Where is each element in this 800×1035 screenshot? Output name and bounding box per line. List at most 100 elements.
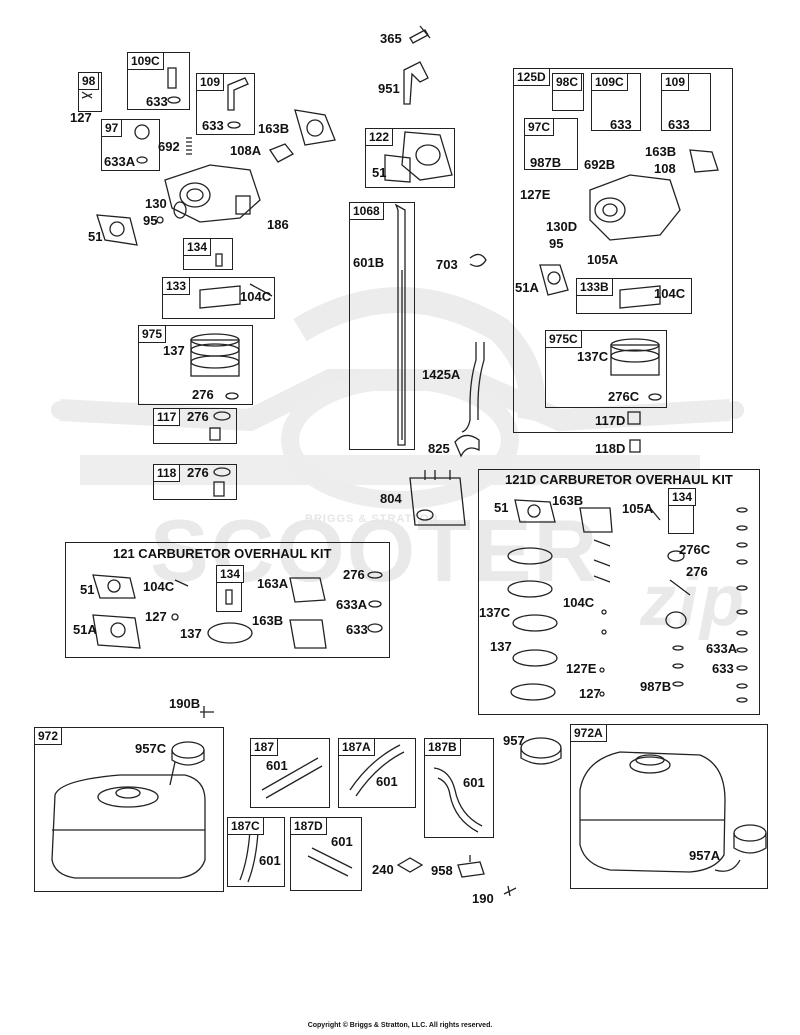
rings-975-icon — [190, 333, 240, 400]
box-97 — [101, 119, 160, 171]
tag-1068: 1068 — [349, 202, 384, 220]
label-163b-r: 163B — [645, 144, 677, 159]
kit-121d-title: 121D CARBURETOR OVERHAUL KIT — [505, 472, 733, 487]
label-276c: 276C — [608, 389, 640, 404]
tag-109-r: 109 — [661, 73, 690, 91]
label-276-118: 276 — [187, 465, 209, 480]
box-118 — [153, 464, 237, 500]
kit-121-title: 121 CARBURETOR OVERHAUL KIT — [113, 546, 332, 561]
box-122 — [365, 128, 455, 188]
label-633-r2: 633 — [668, 117, 690, 132]
label-601-187c: 601 — [259, 853, 281, 868]
box-109 — [196, 73, 255, 135]
kit121d-label-137: 137 — [490, 639, 512, 654]
label-633-b: 633 — [202, 118, 224, 133]
fuel-cap-957a-icon — [714, 824, 767, 872]
label-127: 127 — [70, 110, 92, 125]
label-104c-r: 104C — [654, 286, 686, 301]
spring-692-icon — [186, 137, 192, 155]
label-130: 130 — [145, 196, 167, 211]
tag-109c: 109C — [127, 52, 164, 70]
jet-134-icon — [215, 253, 223, 267]
box-133 — [162, 277, 275, 319]
kit121d-label-633a: 633A — [706, 641, 738, 656]
label-601-187: 601 — [266, 758, 288, 773]
tag-972: 972 — [34, 727, 63, 745]
screw-98-icon — [81, 91, 93, 99]
kit121-label-633a: 633A — [336, 597, 368, 612]
label-51: 51 — [88, 229, 103, 244]
kit121-label-127: 127 — [145, 609, 167, 624]
tag-187c: 187C — [227, 817, 264, 835]
label-190: 190 — [472, 891, 494, 906]
label-601-187a: 601 — [376, 774, 398, 789]
tag-975c: 975C — [545, 330, 582, 348]
lever-951-icon — [403, 61, 429, 105]
tag-134-kit121: 134 — [216, 565, 245, 583]
bolt-190b-icon — [200, 706, 214, 718]
label-51a: 51A — [515, 280, 539, 295]
tag-109: 109 — [196, 73, 225, 91]
kit121-parts-icon — [92, 571, 383, 649]
label-186: 186 — [267, 217, 289, 232]
box-972a — [570, 724, 768, 889]
label-633-r1: 633 — [610, 117, 632, 132]
kit121-label-163b: 163B — [252, 613, 284, 628]
kit121-label-163a: 163A — [257, 576, 289, 591]
label-108-r: 108 — [654, 161, 676, 176]
kit121d-label-987b: 987B — [640, 679, 672, 694]
label-957c: 957C — [135, 741, 167, 756]
box-972 — [34, 727, 224, 892]
kit121d-label-276: 276 — [686, 564, 708, 579]
tag-975: 975 — [138, 325, 167, 343]
label-633a: 633A — [104, 154, 136, 169]
fuel-tank-972a-icon — [579, 751, 726, 873]
tag-125d: 125D — [513, 68, 550, 86]
label-127e: 127E — [520, 187, 551, 202]
bowl-nut-icon — [134, 124, 150, 164]
kit121d-parts-icon — [507, 499, 748, 703]
tag-972a: 972A — [570, 724, 607, 742]
kit121d-label-633: 633 — [712, 661, 734, 676]
box-117 — [153, 408, 237, 444]
kit121-label-137: 137 — [180, 626, 202, 641]
label-365: 365 — [380, 31, 402, 46]
label-190b: 190B — [169, 696, 201, 711]
tag-117: 117 — [153, 408, 181, 426]
hose-187d-icon — [307, 847, 353, 877]
tube-1425a-icon — [461, 342, 485, 433]
watermark-word: SCOOTER — [150, 501, 600, 600]
tag-187d: 187D — [290, 817, 327, 835]
throttle-lever-icon — [227, 77, 249, 129]
label-108a: 108A — [230, 143, 262, 158]
label-95-r: 95 — [549, 236, 564, 251]
kit121d-label-51: 51 — [494, 500, 509, 515]
choke-knob-icon — [167, 67, 181, 104]
box-975c — [545, 330, 667, 408]
label-633-a: 633 — [146, 94, 168, 109]
bolt-117-icon — [209, 411, 231, 441]
label-987b: 987B — [530, 155, 562, 170]
hose-187b-icon — [433, 767, 483, 833]
tag-118: 118 — [153, 464, 181, 482]
label-958: 958 — [431, 863, 453, 878]
tag-187: 187 — [250, 738, 279, 756]
valve-958-icon — [457, 855, 485, 878]
label-957a: 957A — [689, 848, 721, 863]
kit121d-label-127e: 127E — [566, 661, 597, 676]
box-kit-121d — [478, 469, 760, 715]
watermark-band: BRIGGS & STRATTON — [305, 513, 439, 525]
label-951: 951 — [378, 81, 400, 96]
label-163b: 163B — [258, 121, 290, 136]
hose-187a-icon — [349, 744, 405, 797]
plate-108a-icon — [269, 143, 294, 163]
fuel-cap-957c-icon — [169, 741, 205, 786]
kit121-label-104c: 104C — [143, 579, 175, 594]
kit121d-label-137c: 137C — [479, 605, 511, 620]
tag-134-kit121d: 134 — [668, 488, 697, 506]
kit121d-label-127: 127 — [579, 686, 601, 701]
elbow-825-icon — [454, 434, 480, 458]
label-117d: 117D — [595, 413, 626, 428]
label-804: 804 — [380, 491, 402, 506]
